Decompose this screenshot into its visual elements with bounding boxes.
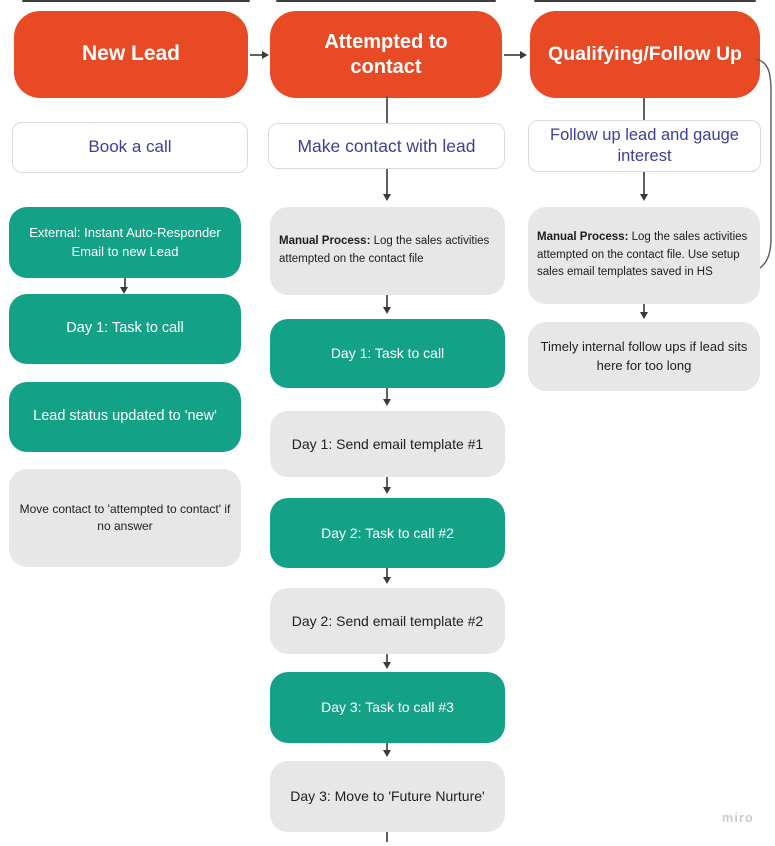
connector-line (504, 54, 521, 56)
cropped-edge-line (534, 0, 756, 2)
stage-header-qualifying-follow-up[interactable]: Qualifying/Follow Up (530, 11, 760, 98)
node-label: Day 3: Task to call #3 (321, 699, 454, 716)
goal-label: Make contact with lead (297, 135, 476, 156)
node-lead-status-updated[interactable]: Lead status updated to 'new' (9, 382, 241, 452)
arrowhead-down-icon (383, 662, 391, 669)
stage-header-label: New Lead (81, 42, 181, 66)
stage-header-new-lead[interactable]: New Lead (14, 11, 248, 98)
node-label: Lead status updated to 'new' (33, 408, 217, 425)
miro-watermark[interactable]: miro (722, 811, 754, 825)
connector-line (386, 743, 388, 751)
node-manual-process-col3[interactable]: Manual Process: Log the sales activities… (528, 207, 760, 304)
arrowhead-down-icon (120, 287, 128, 294)
stage-header-label: Qualifying/Follow Up (548, 43, 742, 66)
node-day2-send-email-template-2[interactable]: Day 2: Send email template #2 (270, 588, 505, 654)
node-auto-responder-email[interactable]: External: Instant Auto-Responder Email t… (9, 207, 241, 278)
node-label: Move contact to 'attempted to contact' i… (19, 501, 231, 533)
cropped-edge-line (276, 0, 496, 2)
node-label-bold: Manual Process: (279, 235, 371, 248)
stage-header-attempted-to-contact[interactable]: Attempted to contact (270, 11, 502, 98)
node-label: External: Instant Auto-Responder Email t… (29, 224, 221, 259)
node-day1-send-email-template-1[interactable]: Day 1: Send email template #1 (270, 411, 505, 477)
node-label: Day 1: Task to call (66, 320, 184, 337)
arrowhead-down-icon (383, 307, 391, 314)
cropped-edge-line (22, 0, 250, 2)
node-label: Manual Process: Log the sales activities… (279, 233, 489, 269)
node-label: Day 2: Task to call #2 (321, 524, 454, 541)
node-day1-task-to-call-col1[interactable]: Day 1: Task to call (9, 294, 241, 364)
node-manual-process-col2[interactable]: Manual Process: Log the sales activities… (270, 207, 505, 295)
node-label: Day 1: Task to call (330, 345, 445, 362)
node-day1-task-to-call-col2[interactable]: Day 1: Task to call (270, 319, 505, 388)
connector-line (386, 568, 388, 578)
node-day2-task-to-call-2[interactable]: Day 2: Task to call #2 (270, 498, 505, 568)
arrowhead-down-icon (383, 194, 391, 201)
arrowhead-right-icon (520, 50, 527, 59)
connector-line (386, 477, 388, 488)
node-label: Day 3: Move to 'Future Nurture' (290, 788, 485, 805)
goal-label: Book a call (88, 137, 172, 157)
node-timely-internal-followups[interactable]: Timely internal follow ups if lead sits … (528, 322, 760, 391)
connector-line (250, 54, 263, 56)
node-day3-task-to-call-3[interactable]: Day 3: Task to call #3 (270, 672, 505, 743)
connector-line (386, 169, 388, 195)
arrowhead-right-icon (262, 50, 269, 59)
connector-line (386, 654, 388, 663)
node-label-rest: Log the sales activities attempted on th… (537, 230, 748, 279)
goal-label: Follow up lead and gauge interest (550, 125, 739, 165)
node-label: Day 2: Send email template #2 (291, 612, 484, 629)
arrowhead-down-icon (383, 577, 391, 584)
node-label: Day 1: Send email template #1 (291, 435, 484, 452)
node-label: Manual Process: Log the sales activities… (537, 229, 747, 282)
arrowhead-down-icon (383, 750, 391, 757)
connector-line (386, 388, 388, 400)
connector-line (643, 98, 645, 120)
goal-box-book-a-call[interactable]: Book a call (12, 122, 248, 173)
connector-line (386, 96, 388, 123)
connector-line (643, 304, 645, 313)
goal-box-make-contact[interactable]: Make contact with lead (268, 123, 505, 169)
node-day3-move-to-future-nurture[interactable]: Day 3: Move to 'Future Nurture' (270, 761, 505, 832)
connector-line (124, 278, 126, 288)
connector-line (386, 295, 388, 308)
arrowhead-down-icon (640, 194, 648, 201)
arrowhead-down-icon (640, 312, 648, 319)
arrowhead-down-icon (383, 487, 391, 494)
node-label-bold: Manual Process: (537, 230, 629, 243)
node-label-rest: Log the sales activities attempted on th… (279, 235, 490, 265)
stage-header-label: Attempted to contact (324, 30, 448, 78)
connector-line (386, 832, 388, 842)
goal-box-follow-up[interactable]: Follow up lead and gauge interest (528, 120, 761, 172)
connector-line (643, 172, 645, 195)
node-label: Timely internal follow ups if lead sits … (540, 338, 748, 373)
node-move-contact-if-no-answer[interactable]: Move contact to 'attempted to contact' i… (9, 469, 241, 567)
arrowhead-down-icon (383, 399, 391, 406)
